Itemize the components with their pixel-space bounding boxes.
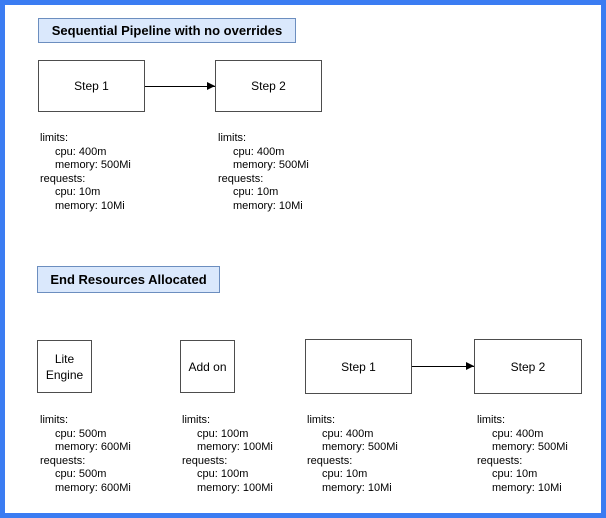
resource-line: memory: 500Mi [322, 441, 398, 453]
resource-line: cpu: 400m [233, 145, 285, 158]
node-step1-top-label: Step 1 [74, 79, 109, 93]
resource-line: limits: [40, 132, 69, 144]
resource-line: cpu: 400m [322, 427, 374, 440]
resource-block-step1-top: limits: cpu: 400m memory: 500Mi requests… [40, 132, 131, 213]
resource-line: limits: [218, 132, 247, 144]
node-lite-engine: Lite Engine [37, 340, 92, 393]
connector-arrow-step1-to-step2-top [145, 82, 215, 90]
resource-line: cpu: 400m [492, 427, 544, 440]
node-step1-bottom-label: Step 1 [341, 359, 376, 374]
node-step2-bottom: Step 2 [474, 339, 582, 394]
arrowhead-icon [466, 362, 474, 370]
resource-line: memory: 10Mi [322, 481, 392, 494]
resource-line: cpu: 10m [55, 186, 101, 198]
resource-line: requests: [40, 172, 86, 185]
resource-line: memory: 500Mi [55, 159, 131, 171]
resource-line: requests: [477, 454, 523, 467]
resource-block-step2-bottom: limits: cpu: 400m memory: 500Mi requests… [477, 414, 568, 495]
node-step1-bottom: Step 1 [305, 339, 412, 394]
node-step1-top: Step 1 [38, 60, 145, 112]
resource-line: cpu: 500m [55, 427, 107, 440]
node-add-on: Add on [180, 340, 235, 393]
resource-line: cpu: 10m [492, 468, 538, 480]
resource-line: memory: 100Mi [197, 481, 273, 494]
resource-line: memory: 600Mi [55, 481, 131, 494]
resource-line: requests: [40, 454, 86, 467]
resource-line: limits: [182, 414, 211, 426]
node-step2-bottom-label: Step 2 [510, 359, 546, 374]
resource-line: requests: [182, 454, 228, 467]
resource-line: limits: [477, 414, 506, 426]
node-lite-engine-label-line2: Engine [45, 367, 84, 382]
node-lite-engine-label-line1: Lite [54, 351, 75, 366]
section-title-end-resources: End Resources Allocated [37, 266, 220, 293]
connector-arrow-step1-to-step2-bottom [412, 362, 474, 370]
resource-line: cpu: 10m [233, 186, 279, 198]
resource-line: cpu: 100m [197, 468, 249, 480]
resource-line: limits: [307, 414, 336, 426]
node-add-on-label: Add on [188, 359, 227, 374]
resource-block-step1-bottom: limits: cpu: 400m memory: 500Mi requests… [307, 414, 398, 495]
resource-line: memory: 10Mi [233, 199, 303, 212]
arrowhead-icon [207, 82, 215, 90]
resource-line: memory: 600Mi [55, 441, 131, 453]
resource-line: memory: 500Mi [492, 441, 568, 453]
node-step2-top-label: Step 2 [251, 79, 286, 93]
node-step2-top: Step 2 [215, 60, 322, 112]
resource-line: memory: 10Mi [55, 199, 125, 212]
resource-block-step2-top: limits: cpu: 400m memory: 500Mi requests… [218, 132, 309, 213]
resource-line: cpu: 500m [55, 468, 107, 480]
resource-line: limits: [40, 414, 69, 426]
section-title-sequential-pipeline: Sequential Pipeline with no overrides [38, 18, 296, 43]
resource-line: requests: [218, 172, 264, 185]
resource-block-lite-engine: limits: cpu: 500m memory: 600Mi requests… [40, 414, 131, 495]
resource-line: memory: 10Mi [492, 481, 562, 494]
resource-line: memory: 100Mi [197, 441, 273, 453]
resource-block-add-on: limits: cpu: 100m memory: 100Mi requests… [182, 414, 273, 495]
resource-line: cpu: 10m [322, 468, 368, 480]
resource-line: cpu: 400m [55, 145, 107, 158]
resource-line: memory: 500Mi [233, 159, 309, 171]
resource-line: requests: [307, 454, 353, 467]
resource-line: cpu: 100m [197, 427, 249, 440]
